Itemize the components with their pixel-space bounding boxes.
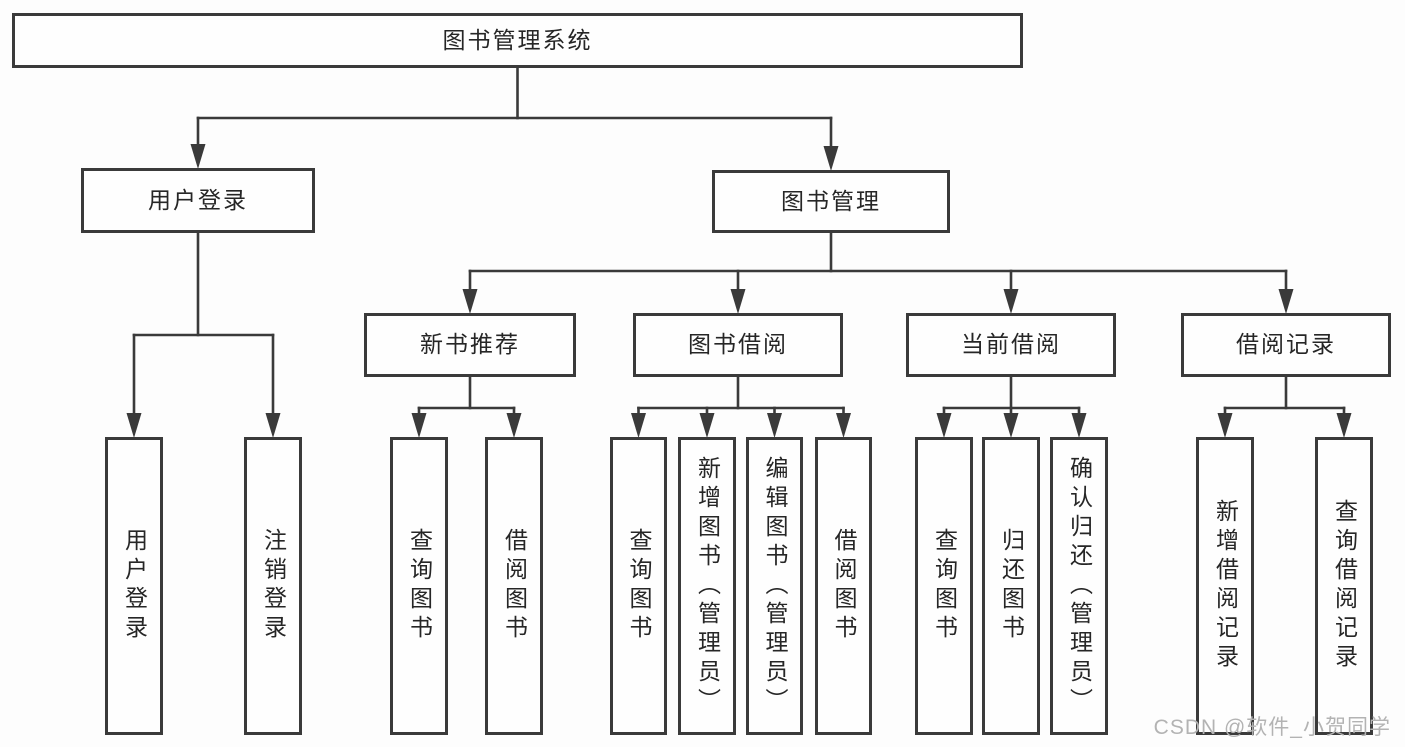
- watermark: CSDN @软件_小贺同学: [1153, 716, 1391, 739]
- node-leaf-nb-borrow: 借阅图书: [485, 437, 543, 735]
- arrowhead-icon: [190, 144, 206, 169]
- arrowhead-icon: [1071, 413, 1087, 438]
- node-label-current-borrow: 当前借阅: [961, 331, 1061, 358]
- node-label-leaf-bb-edit: 编辑图书（管理员）: [762, 455, 788, 717]
- node-borrow-record: 借阅记录: [1181, 313, 1391, 377]
- node-leaf-cb-query: 查询图书: [915, 437, 973, 735]
- node-label-leaf-bb-add: 新增图书（管理员）: [694, 455, 721, 717]
- arrowhead-icon: [823, 146, 839, 171]
- node-label-leaf-logout: 注销登录: [260, 528, 287, 644]
- node-root: 图书管理系统: [12, 13, 1023, 68]
- node-leaf-bb-edit: 编辑图书（管理员）: [746, 437, 803, 735]
- node-label-leaf-bb-borrow: 借阅图书: [831, 528, 857, 644]
- node-label-leaf-bb-query: 查询图书: [626, 528, 652, 644]
- node-leaf-bb-query: 查询图书: [610, 437, 667, 735]
- arrowhead-icon: [462, 289, 478, 314]
- node-leaf-logout: 注销登录: [244, 437, 302, 735]
- node-label-leaf-nb-borrow: 借阅图书: [501, 528, 528, 644]
- node-leaf-bb-add: 新增图书（管理员）: [678, 437, 736, 735]
- node-label-borrow-record: 借阅记录: [1236, 331, 1336, 358]
- node-label-book-borrow: 图书借阅: [688, 331, 788, 358]
- node-user-login: 用户登录: [81, 168, 315, 233]
- node-new-book: 新书推荐: [364, 313, 576, 377]
- node-label-leaf-br-query: 查询借阅记录: [1331, 499, 1358, 673]
- arrowhead-icon: [836, 413, 851, 438]
- arrowhead-icon: [506, 413, 522, 438]
- node-leaf-br-query: 查询借阅记录: [1315, 437, 1373, 735]
- arrowhead-icon: [411, 413, 427, 438]
- node-label-user-login: 用户登录: [148, 186, 248, 213]
- node-leaf-login: 用户登录: [105, 437, 163, 735]
- arrowhead-icon: [1336, 413, 1352, 438]
- node-leaf-cb-confirm: 确认归还（管理员）: [1050, 437, 1108, 735]
- arrowhead-icon: [1217, 413, 1233, 438]
- node-leaf-bb-borrow: 借阅图书: [815, 437, 872, 735]
- node-label-new-book: 新书推荐: [420, 331, 520, 358]
- node-leaf-br-add: 新增借阅记录: [1196, 437, 1254, 735]
- arrowhead-icon: [126, 413, 142, 438]
- node-current-borrow: 当前借阅: [906, 313, 1116, 377]
- arrowhead-icon: [936, 413, 952, 438]
- node-label-book-mgmt: 图书管理: [781, 187, 881, 214]
- node-leaf-nb-query: 查询图书: [390, 437, 448, 735]
- node-label-leaf-login: 用户登录: [121, 528, 148, 644]
- arrowhead-icon: [730, 289, 746, 314]
- node-leaf-cb-return: 归还图书: [982, 437, 1040, 735]
- node-label-root: 图书管理系统: [442, 26, 593, 53]
- arrowhead-icon: [1003, 413, 1019, 438]
- node-label-leaf-cb-query: 查询图书: [931, 528, 958, 644]
- arrowhead-icon: [1278, 289, 1294, 314]
- arrowhead-icon: [265, 413, 281, 438]
- arrowhead-icon: [1003, 289, 1019, 314]
- node-label-leaf-br-add: 新增借阅记录: [1212, 499, 1239, 673]
- node-label-leaf-nb-query: 查询图书: [406, 528, 433, 644]
- arrowhead-icon: [767, 413, 782, 438]
- node-book-borrow: 图书借阅: [633, 313, 843, 377]
- node-book-mgmt: 图书管理: [712, 170, 950, 233]
- node-label-leaf-cb-confirm: 确认归还（管理员）: [1066, 455, 1093, 717]
- node-label-leaf-cb-return: 归还图书: [998, 528, 1025, 644]
- arrowhead-icon: [631, 413, 646, 438]
- arrowhead-icon: [699, 413, 715, 438]
